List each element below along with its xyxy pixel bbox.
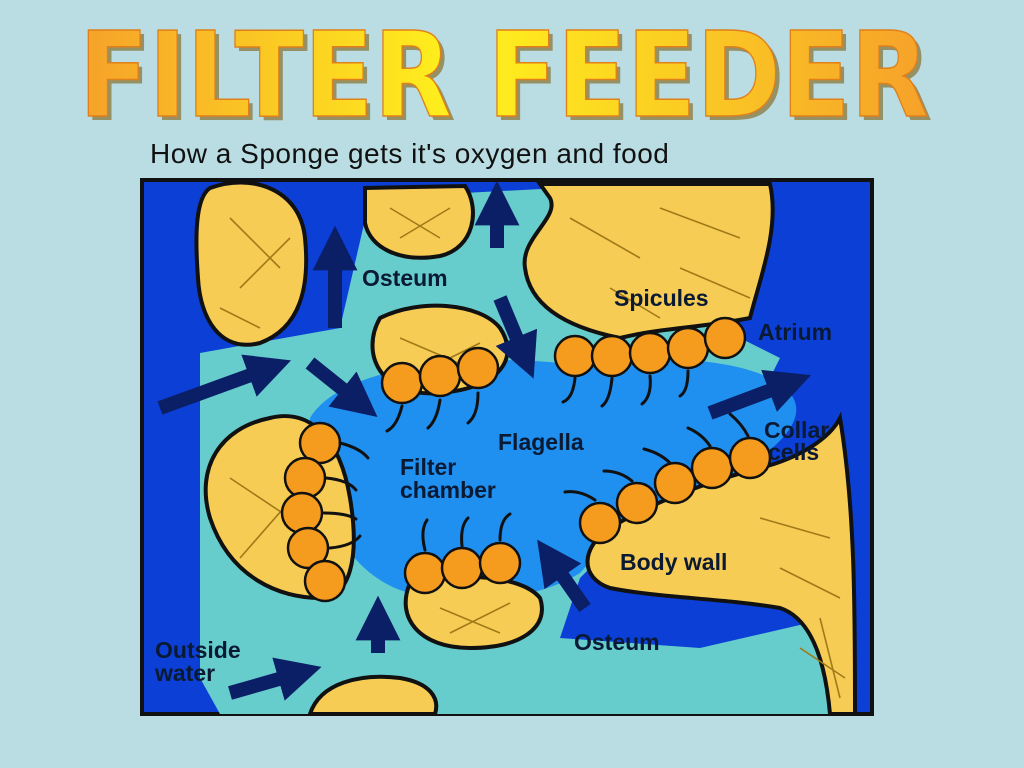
title-shadow: FILTER FEEDER: [83, 10, 933, 128]
arrow-osteum-bottom: [537, 539, 591, 613]
tissue-bottom-left: [307, 674, 439, 716]
label-osteum-top: Osteum: [362, 265, 448, 291]
arrow-osteum-in: [305, 357, 378, 417]
collar-cell: [456, 346, 500, 390]
collar-cell: [653, 461, 697, 505]
collar-cell: [280, 491, 324, 535]
label-water: water: [154, 660, 215, 686]
collar-cell: [690, 446, 734, 490]
collar-cell: [303, 559, 347, 603]
spicule-marks: [219, 207, 846, 699]
tissue-top-right: [522, 182, 775, 341]
arrow-outside-water: [228, 657, 322, 701]
label-flagella: Flagella: [498, 429, 584, 455]
collar-cell: [703, 316, 747, 360]
label-outside: Outside: [155, 637, 241, 663]
label-atrium: Atrium: [758, 319, 832, 345]
title-text: FILTER FEEDER: [79, 8, 929, 128]
arrow-outside-in: [157, 354, 292, 415]
collar-cell: [578, 501, 622, 545]
collar-cell: [590, 334, 634, 378]
label-chamber: chamber: [400, 477, 496, 503]
collar-cell: [440, 546, 484, 590]
collar-cell: [286, 526, 330, 570]
collar-cell: [403, 551, 447, 595]
tissue-top-small: [363, 183, 475, 260]
label-filter: Filter: [400, 454, 456, 480]
collar-cell: [380, 361, 424, 405]
collar-cell: [553, 334, 597, 378]
subtitle: How a Sponge gets it's oxygen and food: [150, 138, 670, 169]
flagella-lines: [322, 369, 750, 552]
arrow-atrium-out: [707, 369, 811, 420]
label-cells: cells: [768, 439, 819, 465]
slide-title: FILTER FEEDER FILTER FEEDER: [0, 8, 1024, 128]
collar-cell: [728, 436, 772, 480]
tissue-top-left: [194, 180, 309, 347]
collar-cell: [478, 541, 522, 585]
label-osteum-bottom: Osteum: [574, 629, 660, 655]
filter-chamber: [310, 358, 797, 601]
sponge-diagram: Osteum Spicules Atrium Flagella Filter c…: [140, 178, 874, 716]
collar-cell: [628, 331, 672, 375]
label-spicules: Spicules: [614, 285, 709, 311]
label-body-wall: Body wall: [620, 549, 727, 575]
collar-cell: [615, 481, 659, 525]
collar-cell: [418, 354, 462, 398]
arrow-osteum-down: [493, 295, 538, 379]
label-collar: Collar: [764, 417, 829, 443]
collar-cell: [666, 326, 710, 370]
